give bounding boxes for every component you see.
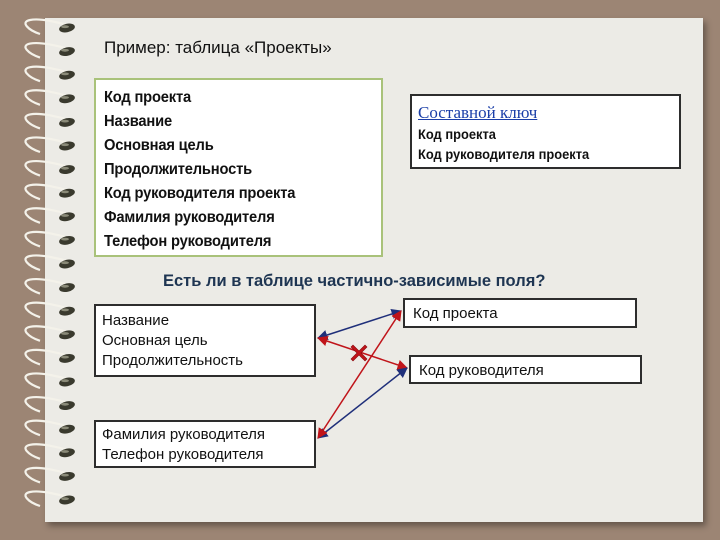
spiral-ring — [24, 325, 75, 342]
field-item: Продолжительность — [104, 161, 252, 178]
key-part-box-manager: Код руководителя — [409, 355, 642, 384]
composite-key-box: Составной ключ Код проекта Код руководит… — [410, 94, 681, 169]
dependent-field: Фамилия руководителя — [102, 426, 265, 443]
spiral-ring — [24, 348, 75, 366]
spiral-ring — [24, 89, 75, 106]
spiral-ring — [24, 443, 75, 460]
dependent-fields-box-2: Фамилия руководителя Телефон руководител… — [94, 420, 316, 468]
spiral-ring — [24, 160, 75, 177]
spiral-ring — [24, 230, 75, 248]
spiral-ring — [24, 301, 75, 319]
spiral-ring — [24, 396, 75, 413]
field-item: Код руководителя проекта — [104, 185, 296, 202]
field-item: Код проекта — [104, 89, 192, 106]
spiral-ring — [24, 490, 75, 508]
spiral-ring — [24, 466, 75, 484]
dependent-field: Основная цель — [102, 332, 208, 349]
field-item: Основная цель — [104, 137, 214, 154]
question-heading: Есть ли в таблице частично-зависимые пол… — [163, 272, 546, 290]
spiral-ring — [24, 419, 75, 437]
spiral-ring — [24, 183, 75, 201]
spiral-ring — [24, 65, 75, 83]
dependent-field: Телефон руководителя — [102, 446, 264, 463]
field-item: Телефон руководителя — [104, 233, 272, 250]
key-part-label: Код руководителя — [419, 362, 544, 379]
dependent-fields-box-1: Название Основная цель Продолжительность — [94, 304, 316, 377]
spiral-ring — [24, 254, 75, 272]
spiral-ring — [24, 136, 75, 154]
dependent-field: Продолжительность — [102, 352, 243, 369]
composite-key-item: Код проекта — [418, 126, 496, 142]
table-fields-box: Код проекта Название Основная цель Продо… — [94, 78, 383, 257]
spiral-ring — [24, 207, 75, 224]
spiral-binding — [24, 18, 75, 508]
key-part-box-project: Код проекта — [403, 298, 637, 328]
spiral-ring — [24, 112, 75, 130]
field-item: Фамилия руководителя — [104, 209, 275, 226]
spiral-ring — [24, 42, 75, 59]
spiral-ring — [24, 18, 75, 36]
spiral-ring — [24, 278, 75, 295]
composite-key-title: Составной ключ — [418, 103, 538, 122]
composite-key-item: Код руководителя проекта — [418, 146, 590, 162]
key-part-label: Код проекта — [413, 305, 498, 322]
dependent-field: Название — [102, 312, 170, 329]
spiral-ring — [24, 372, 75, 390]
field-item: Название — [104, 113, 173, 130]
slide-title: Пример: таблица «Проекты» — [104, 38, 332, 57]
